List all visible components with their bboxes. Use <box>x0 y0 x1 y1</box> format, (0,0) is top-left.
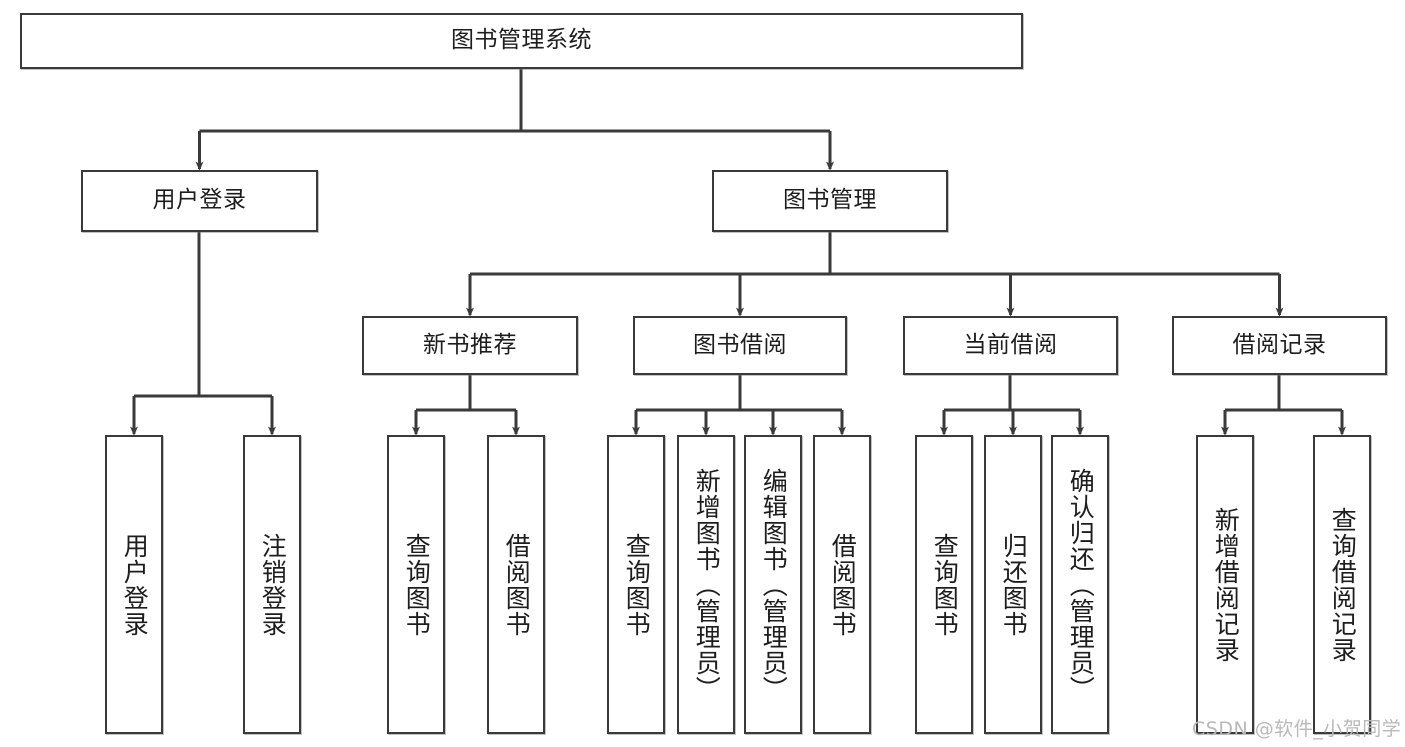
node-borrow-record-label: 借阅记录 <box>1232 331 1327 358</box>
node-user-login-label: 用户登录 <box>152 187 247 214</box>
node-leaf-user-login[interactable]: 用户登录 <box>105 435 163 734</box>
node-user-login[interactable]: 用户登录 <box>81 170 318 232</box>
node-leaf-user-logout[interactable]: 注销登录 <box>243 435 301 734</box>
node-leaf-edit-book[interactable]: 编辑图书（管理员） <box>744 435 802 734</box>
node-leaf-confirm-return[interactable]: 确认归还（管理员） <box>1051 435 1109 734</box>
node-leaf-user-login-label: 用户登录 <box>120 532 150 637</box>
node-leaf-edit-book-label: 编辑图书（管理员） <box>759 467 789 702</box>
node-leaf-confirm-return-label: 确认归还（管理员） <box>1066 467 1096 702</box>
node-leaf-query-record[interactable]: 查询借阅记录 <box>1313 435 1371 734</box>
node-current-borrow-label: 当前借阅 <box>963 331 1058 358</box>
node-leaf-borrow-book-1[interactable]: 借阅图书 <box>487 435 545 734</box>
node-root-main[interactable]: 图书管理系统 <box>20 13 1023 69</box>
node-leaf-query-book-3-label: 查询图书 <box>930 532 960 637</box>
node-root-main-label: 图书管理系统 <box>451 27 592 54</box>
node-leaf-borrow-book-2[interactable]: 借阅图书 <box>813 435 871 734</box>
node-leaf-query-book-1[interactable]: 查询图书 <box>387 435 445 734</box>
node-current-borrow[interactable]: 当前借阅 <box>903 316 1118 375</box>
node-leaf-query-book-2[interactable]: 查询图书 <box>607 435 665 734</box>
node-borrow-record[interactable]: 借阅记录 <box>1172 316 1387 375</box>
node-leaf-query-book-3[interactable]: 查询图书 <box>915 435 973 734</box>
node-leaf-query-record-label: 查询借阅记录 <box>1328 506 1358 663</box>
node-leaf-add-record-label: 新增借阅记录 <box>1211 506 1241 663</box>
node-book-manage[interactable]: 图书管理 <box>712 170 948 232</box>
node-leaf-add-book[interactable]: 新增图书（管理员） <box>677 435 735 734</box>
node-leaf-add-book-label: 新增图书（管理员） <box>692 467 722 702</box>
node-leaf-user-logout-label: 注销登录 <box>258 532 288 637</box>
node-book-borrow-label: 图书借阅 <box>693 331 787 358</box>
node-leaf-borrow-book-1-label: 借阅图书 <box>502 532 532 637</box>
node-book-manage-label: 图书管理 <box>783 187 877 214</box>
node-new-book-rec-label: 新书推荐 <box>423 331 517 358</box>
node-leaf-return-book[interactable]: 归还图书 <box>984 435 1042 734</box>
node-leaf-add-record[interactable]: 新增借阅记录 <box>1196 435 1254 734</box>
node-leaf-return-book-label: 归还图书 <box>999 532 1029 637</box>
node-leaf-borrow-book-2-label: 借阅图书 <box>828 532 858 637</box>
node-leaf-query-book-1-label: 查询图书 <box>402 532 432 637</box>
node-new-book-rec[interactable]: 新书推荐 <box>362 316 578 375</box>
node-book-borrow[interactable]: 图书借阅 <box>633 316 847 375</box>
node-leaf-query-book-2-label: 查询图书 <box>622 532 652 637</box>
